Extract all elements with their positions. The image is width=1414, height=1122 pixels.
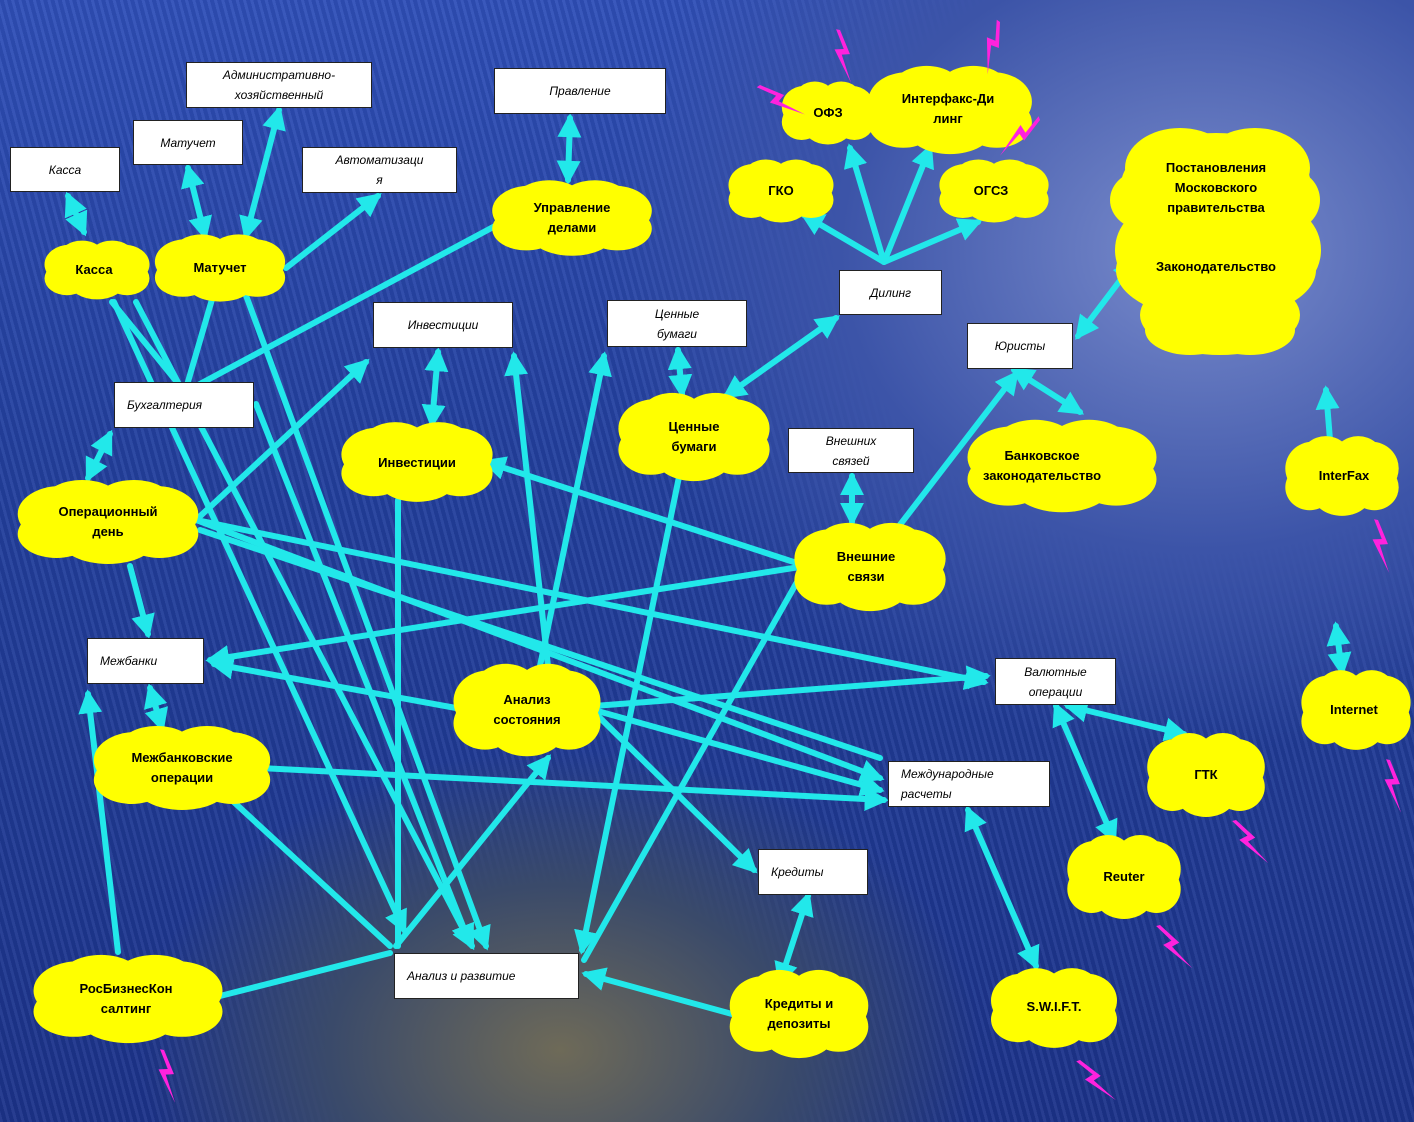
cloud-shape-bankovskoe bbox=[967, 419, 1157, 513]
cloud-shape-kassa bbox=[44, 240, 150, 300]
cloud-shape-investicii bbox=[341, 422, 493, 502]
lightning-icon bbox=[756, 85, 806, 115]
connector-43 bbox=[481, 456, 809, 569]
connector-19 bbox=[1009, 367, 1085, 415]
connector-20 bbox=[893, 370, 1019, 533]
connector-51 bbox=[257, 765, 889, 812]
lightning-icon bbox=[1232, 820, 1269, 864]
box-vneshnih-svyazey[interactable]: Внешних связей bbox=[788, 428, 914, 473]
connector-5 bbox=[182, 215, 513, 395]
connector-4 bbox=[556, 113, 582, 185]
cloud-shape-vneshnie-svyazi bbox=[794, 522, 946, 612]
connector-39 bbox=[393, 754, 552, 949]
lightning-icon bbox=[834, 29, 852, 83]
box-administrative[interactable]: Административно- хозяйственный bbox=[186, 62, 372, 108]
box-yuristy[interactable]: Юристы bbox=[967, 323, 1073, 369]
box-mezhbanki[interactable]: Межбанки bbox=[87, 638, 204, 684]
connector-22 bbox=[1315, 385, 1340, 443]
cloud-shape-ogsz bbox=[939, 159, 1049, 223]
cloud-shape-swift bbox=[991, 968, 1117, 1048]
connector-28 bbox=[581, 967, 735, 1017]
connector-12 bbox=[667, 345, 693, 399]
lightning-icon bbox=[986, 19, 1000, 75]
box-analiz-razvitie[interactable]: Анализ и развитие bbox=[394, 953, 579, 999]
box-cennye-bumagi[interactable]: Ценные бумаги bbox=[607, 300, 747, 347]
cloud-shape-upravlenie bbox=[492, 180, 652, 256]
box-buhgalteriya[interactable]: Бухгалтерия bbox=[114, 382, 254, 428]
connector-2 bbox=[239, 105, 286, 241]
cloud-shape-cennye-bumagi bbox=[618, 392, 770, 482]
connector-40 bbox=[504, 351, 551, 669]
box-valyutnye[interactable]: Валютные операции bbox=[995, 658, 1116, 705]
connector-11 bbox=[421, 347, 449, 429]
connector-37 bbox=[253, 401, 475, 949]
connector-31 bbox=[193, 358, 370, 523]
connector-26 bbox=[964, 805, 1040, 971]
cloud-shape-reuter bbox=[1067, 835, 1181, 919]
lightning-icon bbox=[999, 116, 1040, 156]
box-kredity[interactable]: Кредиты bbox=[758, 849, 868, 895]
connector-33 bbox=[193, 517, 885, 783]
cloud-shape-rosbiznes bbox=[33, 954, 223, 1044]
connector-10 bbox=[144, 683, 168, 733]
cloud-shape-gko bbox=[728, 159, 834, 223]
cloud-shape-mezhbankovskie bbox=[93, 726, 271, 810]
connector-47 bbox=[591, 707, 885, 797]
connector-6 bbox=[182, 293, 216, 395]
cloud-shape-interfax-diling bbox=[868, 65, 1032, 155]
connector-30 bbox=[78, 689, 121, 955]
cloud-shape-ofz bbox=[781, 81, 875, 145]
box-mezhdunarodnye[interactable]: Международные расчеты bbox=[888, 761, 1050, 807]
connector-17 bbox=[881, 218, 983, 265]
connector-52 bbox=[197, 527, 883, 761]
connector-24 bbox=[1063, 698, 1189, 742]
connector-36 bbox=[241, 287, 491, 951]
connector-8 bbox=[85, 429, 113, 483]
connector-23 bbox=[1326, 621, 1352, 677]
connector-14 bbox=[799, 212, 887, 265]
lightning-icon bbox=[1156, 925, 1193, 969]
cloud-shape-operacionny-den bbox=[17, 480, 199, 564]
connector-41 bbox=[537, 351, 612, 669]
cloud-shape-legislation bbox=[1110, 128, 1321, 355]
cloud-shape-internet bbox=[1301, 670, 1411, 750]
lightning-icon bbox=[1384, 759, 1402, 813]
cloud-shape-interfax bbox=[1285, 436, 1399, 516]
connector-45 bbox=[581, 563, 809, 963]
connector-3 bbox=[283, 193, 382, 271]
box-kassa[interactable]: Касса bbox=[10, 147, 120, 192]
box-diling[interactable]: Дилинг bbox=[839, 270, 942, 315]
connector-44 bbox=[205, 563, 809, 669]
box-matuchet[interactable]: Матучет bbox=[133, 120, 243, 165]
connector-49 bbox=[209, 655, 459, 711]
connector-46 bbox=[591, 665, 991, 709]
box-automation[interactable]: Автоматизаци я bbox=[302, 147, 457, 193]
connector-42 bbox=[574, 469, 683, 955]
connector-0 bbox=[64, 191, 88, 237]
cloud-shape-kredity-depozity bbox=[729, 969, 869, 1059]
connector-13 bbox=[722, 315, 840, 399]
connector-27 bbox=[774, 891, 814, 987]
cloud-shape-analiz-sostoyaniya bbox=[453, 663, 601, 757]
connector-15 bbox=[843, 143, 887, 265]
box-pravlenie[interactable]: Правление bbox=[494, 68, 666, 114]
lightning-icon bbox=[1076, 1060, 1116, 1101]
lightning-icon bbox=[1372, 519, 1390, 573]
cloud-shape-matuchet bbox=[154, 234, 286, 302]
lightning-icon bbox=[158, 1049, 176, 1103]
box-investicii[interactable]: Инвестиции bbox=[373, 302, 513, 348]
connector-25 bbox=[1052, 701, 1118, 845]
connector-1 bbox=[181, 163, 212, 241]
connector-29 bbox=[217, 950, 393, 999]
connector-9 bbox=[127, 563, 155, 639]
cloud-shape-gtk bbox=[1147, 733, 1265, 817]
connector-16 bbox=[881, 143, 934, 265]
